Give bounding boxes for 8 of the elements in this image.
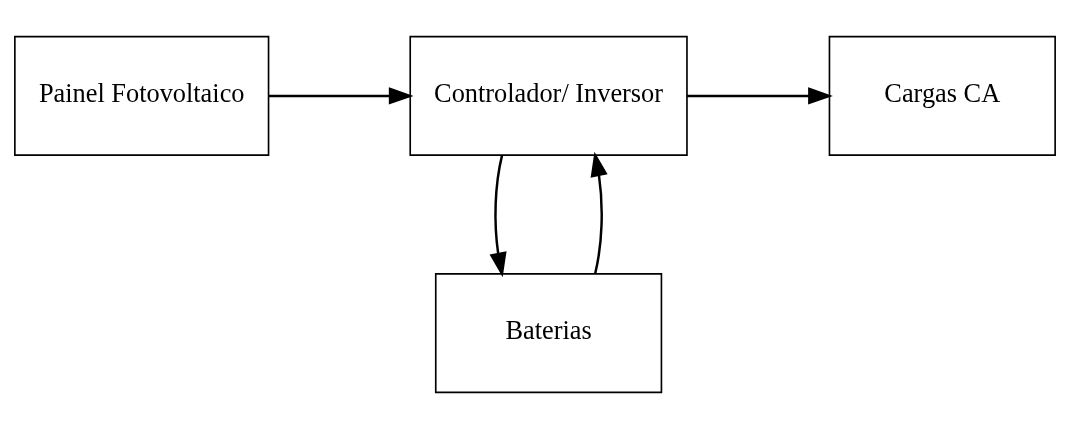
- node-box: Baterias: [434, 272, 663, 393]
- arrow: [590, 151, 608, 274]
- arrow: [687, 86, 833, 105]
- arrow: [268, 86, 414, 105]
- node-box: Cargas CA: [828, 35, 1056, 156]
- arrow: [489, 154, 507, 277]
- node-box: Painel Fotovoltaico: [14, 35, 270, 156]
- node-box: Controlador/ Inversor: [409, 35, 688, 156]
